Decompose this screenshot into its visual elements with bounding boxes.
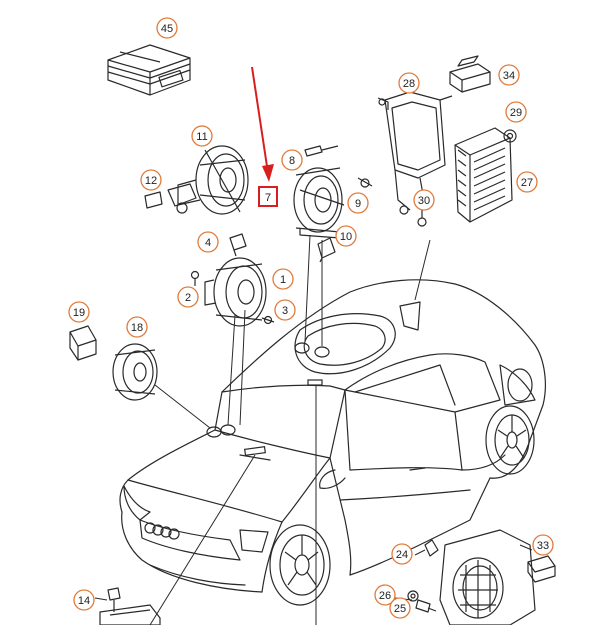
- callout-number: 9: [355, 198, 361, 210]
- callout-19: 19: [68, 301, 90, 323]
- callout-circle: [274, 299, 296, 321]
- callout-number: 2: [185, 292, 191, 304]
- callout-number: 27: [521, 177, 533, 189]
- callout-26: 26: [374, 584, 396, 606]
- callout-18: 18: [126, 316, 148, 338]
- callout-30: 30: [413, 189, 435, 211]
- part-45-module: [107, 44, 191, 96]
- callout-24: 24: [391, 543, 413, 565]
- callout-circle: [156, 17, 178, 39]
- callout-circle: [272, 268, 294, 290]
- callout-25: 25: [389, 597, 411, 619]
- part-26-washer: [407, 590, 419, 602]
- callout-number: 29: [510, 107, 522, 119]
- callout-number: 18: [131, 322, 143, 334]
- callout-34: 34: [498, 64, 520, 86]
- callout-number: 25: [394, 603, 406, 615]
- callout-number: 11: [196, 131, 207, 143]
- callout-2: 2: [177, 286, 199, 308]
- callout-circle: [505, 101, 527, 123]
- part-25-bolt: [415, 599, 437, 613]
- callout-number: 4: [205, 237, 211, 249]
- callout-4: 4: [197, 231, 219, 253]
- callout-circle: [126, 316, 148, 338]
- callout-number: 26: [379, 590, 391, 602]
- callout-circle: [197, 231, 219, 253]
- callout-circle: [413, 189, 435, 211]
- callout-circle: [68, 301, 90, 323]
- part-4-connector: [229, 233, 247, 257]
- part-2-screw: [190, 270, 200, 286]
- callout-number: 24: [396, 549, 408, 561]
- part-19-connector: [69, 325, 97, 361]
- callout-number: 19: [73, 307, 85, 319]
- callout-circle: [516, 171, 538, 193]
- callout-number: 7: [265, 192, 271, 204]
- callout-number: 45: [161, 23, 173, 35]
- callout-circle: [140, 169, 162, 191]
- car-body: [119, 279, 546, 593]
- callout-circle: [398, 72, 420, 94]
- callout-number: 10: [340, 231, 352, 243]
- part-27-amplifier: [454, 127, 513, 223]
- part-12-plug: [144, 183, 197, 214]
- callout-number: 8: [289, 155, 295, 167]
- part-18-speaker: [112, 343, 158, 401]
- highlight-arrow: [251, 66, 274, 182]
- callout-circle: [281, 149, 303, 171]
- part-8-screw: [304, 145, 339, 157]
- callout-27: 27: [516, 171, 538, 193]
- part-34-connector: [449, 55, 491, 93]
- callout-28: 28: [398, 72, 420, 94]
- callout-3: 3: [274, 299, 296, 321]
- callout-circle: [73, 589, 95, 611]
- part-1-speaker: [204, 257, 267, 327]
- leader-lines: [94, 234, 533, 625]
- callout-number: 34: [503, 70, 515, 82]
- callout-number: 28: [403, 78, 415, 90]
- callout-circle: [191, 125, 213, 147]
- part-33-connector: [527, 555, 556, 583]
- callout-12: 12: [140, 169, 162, 191]
- callout-number: 12: [145, 175, 157, 187]
- part-3-screw: [261, 315, 275, 325]
- callout-10: 10: [335, 225, 357, 247]
- callout-8: 8: [281, 149, 303, 171]
- callout-number: 14: [78, 595, 90, 607]
- callout-circle: [389, 597, 411, 619]
- callout-number: 30: [418, 195, 430, 207]
- callout-1: 1: [272, 268, 294, 290]
- part-9-bolt: [357, 177, 373, 188]
- callout-number: 1: [280, 274, 286, 286]
- callout-circle: [347, 192, 369, 214]
- callout-7: 7: [258, 186, 278, 207]
- part-24-screw: [424, 539, 439, 557]
- part-subwoofer: [439, 529, 536, 625]
- callout-33: 33: [532, 534, 554, 556]
- part-14-bracket: [99, 587, 161, 625]
- rear-wheel: [485, 405, 535, 475]
- highlight-box: [258, 186, 278, 207]
- callout-45: 45: [156, 17, 178, 39]
- callout-circle: [391, 543, 413, 565]
- callout-circle: [498, 64, 520, 86]
- callout-29: 29: [505, 101, 527, 123]
- part-30-screw: [417, 210, 427, 227]
- callout-9: 9: [347, 192, 369, 214]
- callout-circle: [532, 534, 554, 556]
- front-wheel: [269, 524, 331, 606]
- callout-number: 33: [537, 540, 549, 552]
- car-mount-points: [206, 342, 330, 457]
- part-11-speaker: [177, 145, 249, 215]
- callout-circle: [335, 225, 357, 247]
- part-10-clip: [317, 237, 336, 263]
- callout-number: 3: [282, 305, 288, 317]
- callout-circle: [177, 286, 199, 308]
- callout-14: 14: [73, 589, 95, 611]
- callout-circle: [374, 584, 396, 606]
- callout-11: 11: [191, 125, 213, 147]
